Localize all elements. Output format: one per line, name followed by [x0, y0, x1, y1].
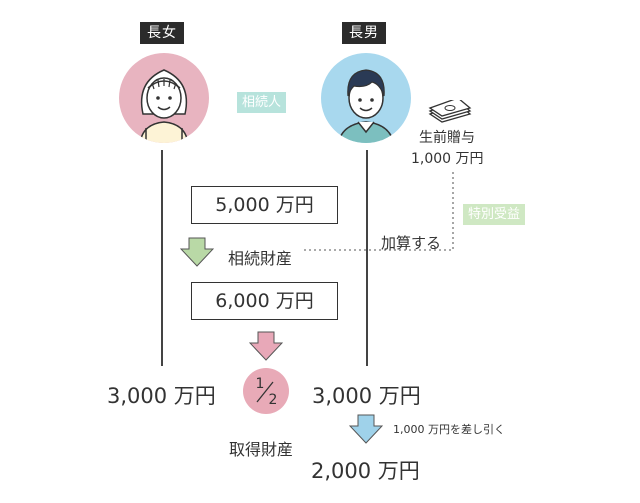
daughter-share: 3,000 万円 — [107, 384, 216, 408]
arrow-down-pink-icon — [249, 331, 283, 361]
add-label: 加算する — [381, 234, 442, 252]
fraction-denominator: 2 — [269, 392, 278, 408]
estate-label: 相続財産 — [228, 249, 293, 268]
arrow-down-blue-icon — [349, 414, 383, 444]
fraction-numerator: 1 — [256, 376, 265, 392]
special-benefit-badge: 特別受益 — [463, 204, 526, 225]
gift-connector — [302, 172, 454, 251]
arrow-down-green-icon — [180, 237, 214, 267]
son-line — [366, 150, 368, 366]
heir-badge: 相続人 — [237, 92, 287, 113]
daughter-line — [161, 150, 163, 366]
fraction-half: 1 2 — [256, 376, 278, 408]
deduct-label: 1,000 万円を差し引く — [393, 423, 505, 436]
son-label: 長男 — [342, 22, 386, 44]
son-share: 3,000 万円 — [312, 384, 421, 408]
son-final-amount: 2,000 万円 — [311, 459, 420, 483]
daughter-label: 長女 — [140, 22, 184, 44]
daughter-avatar — [119, 53, 209, 143]
gift-amount: 1,000 万円 — [411, 151, 484, 167]
fraction-circle: 1 2 — [243, 368, 289, 414]
money-icon — [428, 100, 472, 123]
gift-label: 生前贈与 — [419, 130, 475, 146]
son-avatar — [321, 53, 411, 143]
estate-amount-box: 5,000 万円 — [191, 186, 338, 224]
total-amount-box: 6,000 万円 — [191, 282, 338, 320]
acquired-label: 取得財産 — [229, 440, 294, 459]
